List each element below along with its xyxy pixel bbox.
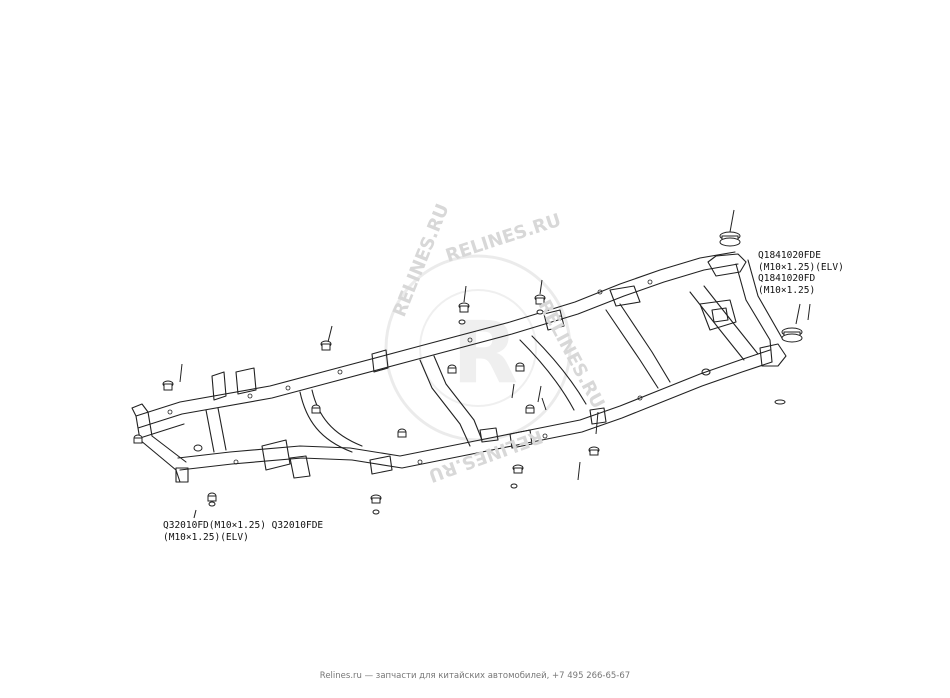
bushing-group-center: [311, 362, 547, 438]
callout-line: Q1841020FD: [758, 273, 816, 284]
rear-frame-details: [609, 253, 787, 376]
bushing-group-mid-upper: [458, 279, 546, 325]
front-crossmember: [131, 403, 189, 483]
svg-text:RELINES.RU: RELINES.RU: [534, 296, 609, 412]
callout-front-bolts: Q32010FD(M10×1.25) Q32010FDE (M10×1.25)(…: [163, 520, 323, 543]
callout-line: (M10×1.25): [758, 284, 816, 296]
bushing-group-lower: [193, 411, 600, 519]
bushings: [133, 209, 811, 519]
callout-line: (M10×1.25)(ELV): [758, 261, 844, 273]
callout-line: (M10×1.25)(ELV): [163, 531, 249, 543]
body-mount-brackets: [211, 309, 607, 479]
callout-line: Q1841020FDE: [758, 250, 821, 261]
frame-left-rail: [135, 251, 739, 439]
callout-line: Q32010FD(M10×1.25) Q32010FDE: [163, 520, 324, 531]
footer-credit: Relines.ru — запчасти для китайских авто…: [319, 671, 631, 681]
callout-rear-bolts: Q1841020FDE (M10×1.25)(ELV) Q1841020FD (…: [758, 250, 844, 296]
bushing-group-front-left: [133, 325, 333, 452]
frame-holes: [167, 279, 653, 465]
watermark-letter: R: [452, 303, 518, 403]
bushing-rear-right: [774, 303, 811, 405]
crossmembers: [205, 259, 783, 453]
bushing-rear-upper: [719, 209, 741, 247]
